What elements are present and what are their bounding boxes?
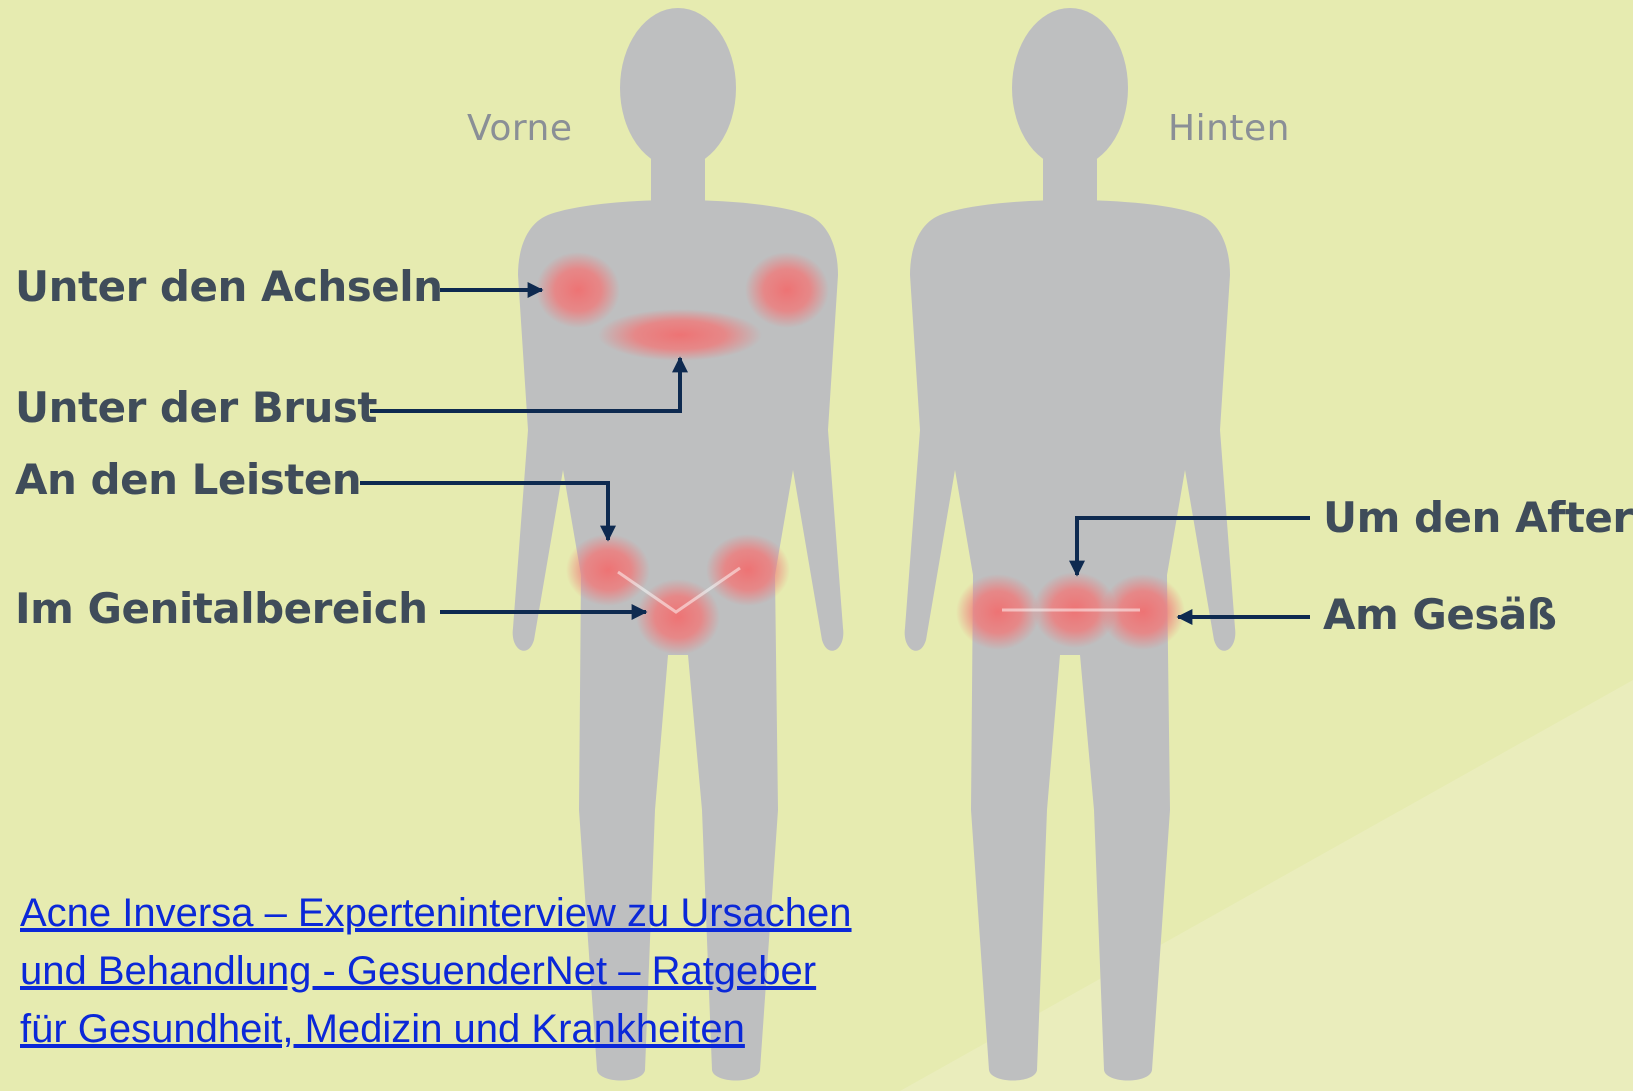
inflamed-areas-back bbox=[956, 572, 1185, 650]
groin-left-spot bbox=[566, 534, 650, 606]
source-link[interactable]: Acne Inversa – Experteninterview zu Ursa… bbox=[20, 884, 980, 1058]
source-link-line-1[interactable]: Acne Inversa – Experteninterview zu Ursa… bbox=[20, 884, 980, 942]
callout-groin: An den Leisten bbox=[15, 455, 361, 504]
callout-anus: Um den After bbox=[1323, 493, 1633, 542]
callout-buttocks: Am Gesäß bbox=[1323, 590, 1556, 639]
callout-breast: Unter der Brust bbox=[15, 383, 377, 432]
source-link-line-2[interactable]: und Behandlung - GesuenderNet – Ratgeber bbox=[20, 942, 980, 1000]
groin-right-spot bbox=[706, 534, 790, 606]
callout-armpits: Unter den Achseln bbox=[15, 262, 443, 311]
buttock-right-spot bbox=[1101, 574, 1185, 650]
armpit-right-spot bbox=[745, 252, 829, 328]
front-view-label: Vorne bbox=[467, 108, 573, 149]
source-link-line-3[interactable]: für Gesundheit, Medizin und Krankheiten bbox=[20, 1000, 980, 1058]
buttock-left-spot bbox=[956, 574, 1040, 650]
callout-genital: Im Genitalbereich bbox=[15, 584, 428, 633]
back-view-label: Hinten bbox=[1168, 108, 1290, 149]
armpit-left-spot bbox=[536, 252, 620, 328]
under-breast-spot bbox=[598, 309, 762, 361]
